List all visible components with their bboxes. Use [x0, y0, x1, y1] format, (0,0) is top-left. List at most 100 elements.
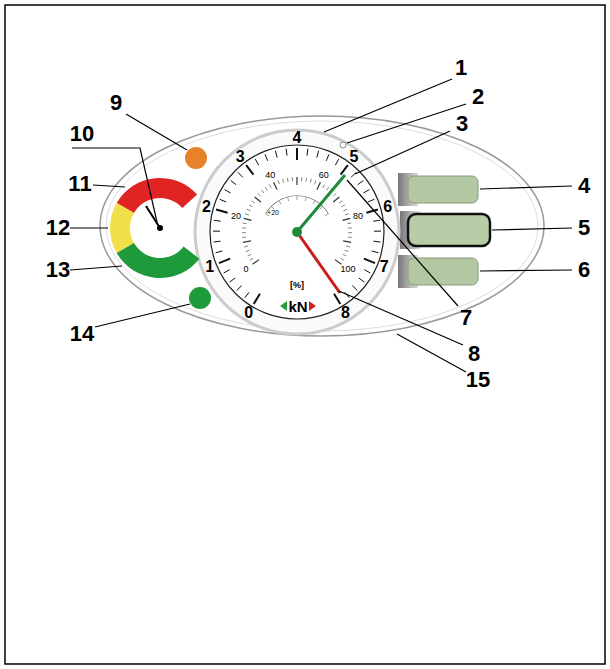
percent-tick [317, 182, 320, 189]
percent-tick [250, 258, 253, 260]
callout-number: 13 [46, 259, 70, 281]
percent-tick [343, 218, 351, 220]
percent-tick [269, 184, 271, 187]
percent-tick [292, 177, 293, 181]
small-tick [279, 201, 281, 204]
kn-tick [245, 292, 249, 297]
percent-tick [348, 237, 352, 238]
percent-scale-number: 60 [319, 170, 329, 179]
callout-number: 1 [455, 57, 467, 79]
percent-tick [343, 209, 347, 211]
callout-number: 9 [110, 92, 122, 114]
needle-hub [292, 227, 302, 237]
percent-tick [339, 201, 342, 203]
green-lamp [189, 287, 211, 309]
percent-scale-number: 80 [353, 212, 363, 221]
percent-tick [348, 227, 352, 228]
callout-number: 5 [578, 217, 590, 239]
kn-scale-number: 6 [383, 199, 392, 215]
kn-tick [224, 270, 230, 273]
kn-tick [220, 199, 226, 202]
kn-scale-number: 4 [293, 130, 302, 146]
kn-tick [352, 286, 357, 291]
kn-tick [238, 172, 243, 177]
red-segment [117, 178, 197, 213]
figure-frame [5, 5, 605, 664]
kn-tick [341, 165, 348, 175]
percent-tick [242, 227, 246, 228]
kn-tick [237, 286, 242, 291]
scale-ticks [213, 148, 381, 304]
kn-tick [373, 220, 380, 222]
upper-bar-display [408, 176, 478, 203]
kn-tick [246, 165, 253, 175]
percent-tick [274, 182, 277, 189]
kn-tick [214, 220, 221, 222]
percent-tick [253, 260, 259, 265]
percent-tick [249, 205, 252, 207]
kn-tick [230, 278, 236, 282]
kn-tick [368, 199, 374, 202]
kn-tick [335, 159, 338, 165]
needles [292, 175, 345, 293]
kn-tick [213, 231, 220, 232]
callout-number: 4 [578, 175, 590, 197]
percent-tick [348, 232, 352, 233]
callout-number: 2 [472, 86, 484, 108]
green-needle [297, 175, 345, 232]
kn-tick [286, 149, 288, 156]
kn-tick [373, 241, 380, 243]
callout-number: 14 [70, 323, 94, 345]
callout-number: 7 [460, 307, 472, 329]
small-tick [305, 197, 306, 201]
small-tick [288, 197, 289, 201]
percent-scale-number: 40 [265, 170, 275, 179]
kn-tick [275, 151, 277, 158]
panel-inner-edge [106, 121, 538, 331]
percent-tick [248, 254, 252, 256]
kn-tick [364, 259, 375, 263]
small-tick [297, 196, 298, 200]
kn-tick [296, 148, 298, 160]
percent-tick [245, 214, 249, 215]
callout-number: 10 [70, 123, 94, 145]
percent-tick [305, 178, 307, 182]
kn-scale-number: 8 [341, 305, 350, 321]
small-tick [320, 207, 323, 210]
unit-label: kN [288, 299, 307, 314]
percent-tick [301, 177, 302, 181]
callout-number: 11 [68, 173, 91, 195]
kn-tick [374, 231, 381, 232]
percent-tick [333, 193, 336, 196]
kn-tick [351, 172, 356, 177]
kn-tick [359, 278, 365, 282]
percent-tick [243, 241, 251, 242]
percent-tick [343, 241, 351, 242]
status-ring [110, 178, 199, 278]
callout-number: 12 [46, 217, 70, 239]
percent-tick [278, 180, 279, 184]
percent-tick [258, 193, 261, 196]
bar-displays [398, 173, 490, 288]
callout-number: 3 [456, 113, 468, 135]
kn-tick [216, 251, 223, 253]
percent-tick [296, 177, 297, 185]
kn-tick [358, 180, 364, 184]
small-scale-number: +20 [267, 209, 279, 216]
kn-tick [326, 154, 329, 160]
panel-housing [100, 116, 544, 336]
kn-tick [254, 294, 260, 304]
kn-tick [372, 251, 379, 253]
small-tick [325, 214, 328, 216]
percent-tick [287, 178, 289, 182]
kn-tick [216, 210, 228, 213]
percent-tick [345, 214, 349, 215]
unit-label: [%] [290, 281, 304, 290]
percent-tick [343, 254, 347, 256]
indicator-hole [340, 142, 346, 148]
percent-tick [323, 184, 325, 187]
percent-tick [345, 250, 349, 251]
kn-scale-number: 2 [202, 199, 211, 215]
middle-bar-display [408, 214, 490, 246]
